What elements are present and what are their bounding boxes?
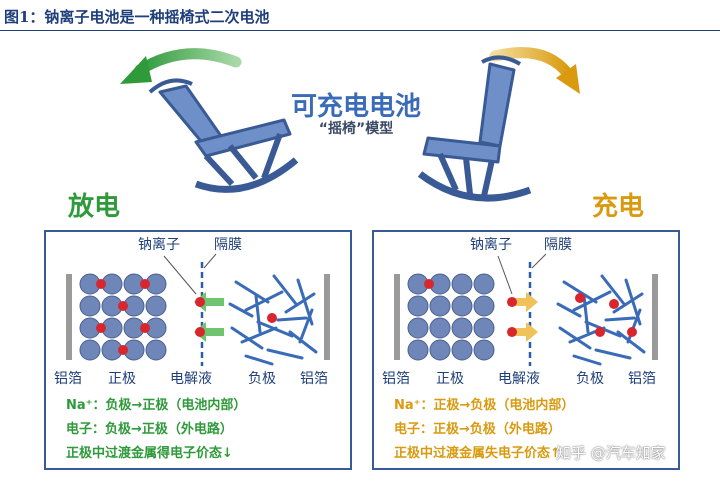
migrating-ion-arrows-icon	[194, 292, 224, 342]
ion-label: 钠离子	[470, 237, 512, 253]
valence-change-line: 正极中过渡金属失电子价态↑	[394, 446, 561, 461]
electron-flow-line: 电子：正极→负极（外电路）	[394, 422, 561, 437]
center-title: 可充电电池	[290, 92, 421, 122]
left-foil-icon	[394, 274, 400, 360]
charge-label: 充电	[592, 192, 645, 222]
right-rocking-chair-icon	[417, 55, 532, 202]
valence-change-line: 正极中过渡金属得电子价态↓	[66, 446, 233, 461]
discharge-cell-diagram	[66, 253, 330, 366]
sodium-flow-line: Na⁺：负极→正极（电池内部）	[66, 398, 247, 413]
right-foil-icon	[652, 274, 658, 360]
rocking-chair-illustration	[120, 47, 580, 202]
bottom-label-cathode: 正极	[436, 371, 464, 387]
watermark: 知乎 @汽车知家	[556, 444, 666, 462]
bottom-label-foil-left: 铝箔	[54, 371, 82, 387]
bottom-label-cathode: 正极	[108, 371, 136, 387]
discharge-label: 放电	[68, 192, 121, 222]
separator-label: 隔膜	[544, 237, 572, 253]
cathode-spheres-icon	[79, 273, 167, 361]
left-foil-icon	[66, 274, 72, 360]
ion-label: 钠离子	[138, 237, 180, 253]
figure-title: 图1：钠离子电池是一种摇椅式二次电池	[4, 8, 270, 26]
charge-cell-diagram	[394, 253, 658, 366]
migrating-ion-arrows-icon	[507, 292, 538, 342]
center-subtitle: “摇椅”模型	[318, 121, 394, 137]
bottom-label-anode: 负极	[576, 371, 604, 387]
ion-pointer-line	[163, 255, 197, 295]
discharge-arrow-icon	[120, 48, 242, 84]
separator-label: 隔膜	[214, 237, 242, 253]
bottom-label-foil-left: 铝箔	[382, 371, 410, 387]
separator-pointer-line	[531, 253, 547, 269]
left-rocking-chair-icon	[148, 78, 299, 193]
discharge-panel: 钠离子 隔膜 铝箔 正极 电解液 负极 铝箔 Na⁺：负极→正极（电池内部） 电…	[44, 230, 352, 470]
bottom-label-foil-right: 铝箔	[300, 371, 328, 387]
cathode-spheres-icon	[407, 273, 495, 361]
charge-arrow-icon	[489, 47, 580, 94]
ion-pointer-line	[497, 255, 513, 295]
bottom-label-anode: 负极	[248, 371, 276, 387]
right-foil-icon	[324, 274, 330, 360]
bottom-label-electrolyte: 电解液	[170, 371, 212, 387]
electron-flow-line: 电子：负极→正极（外电路）	[66, 422, 233, 437]
bottom-label-foil-right: 铝箔	[628, 371, 656, 387]
title-underline	[0, 30, 720, 31]
anode-fibers-icon	[228, 274, 318, 366]
bottom-label-electrolyte: 电解液	[498, 371, 540, 387]
charge-panel: 钠离子 隔膜 铝箔 正极 电解液 负极 铝箔 Na⁺：正极→负极（电池内部） 电…	[372, 230, 680, 470]
anode-fibers-icon	[556, 274, 646, 366]
sodium-flow-line: Na⁺：正极→负极（电池内部）	[394, 398, 575, 413]
separator-pointer-line	[203, 253, 217, 269]
